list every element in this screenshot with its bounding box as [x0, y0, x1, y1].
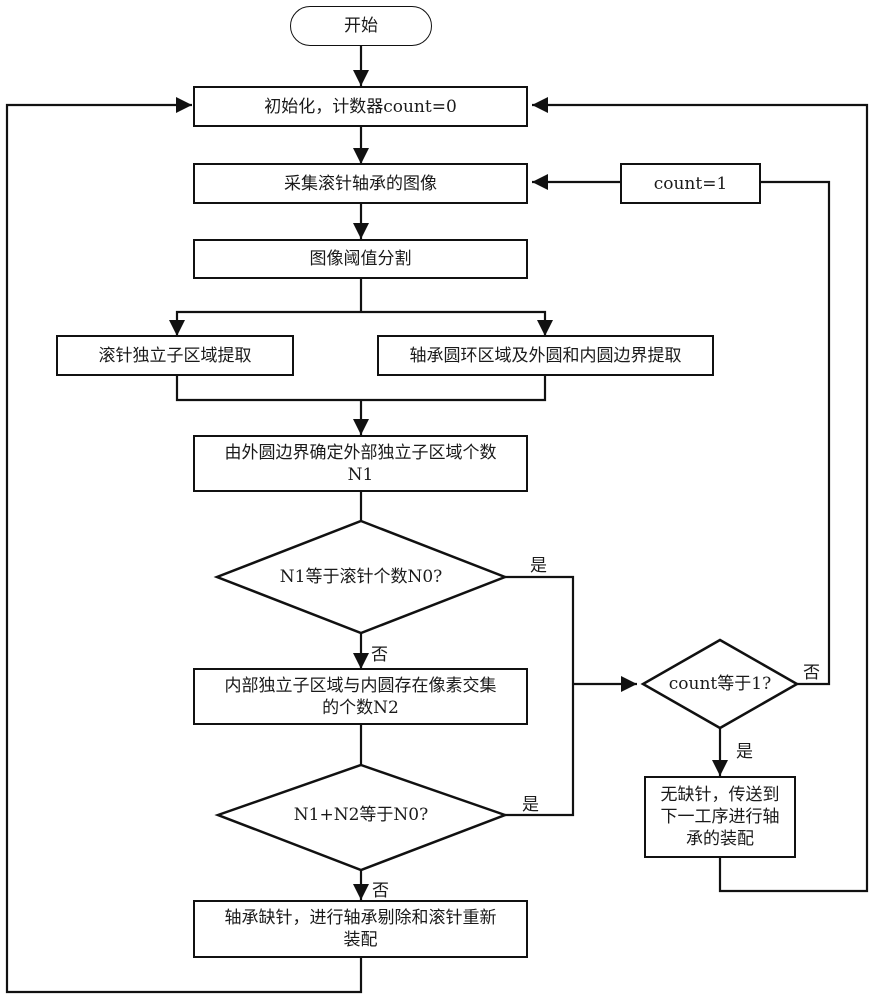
- pass-line1: 无缺针，传送到: [660, 785, 780, 805]
- reject-step: 轴承缺针，进行轴承剔除和滚针重新 装配: [193, 900, 528, 958]
- ring-extract-label: 轴承圆环区域及外圆和内圆边界提取: [409, 345, 682, 366]
- inner-count-line2: 的个数N2: [322, 697, 399, 718]
- edge-split-ring: [361, 310, 553, 336]
- pass-line2: 下一工序进行轴: [660, 807, 780, 827]
- decision-sum-no-label: 否: [372, 881, 389, 901]
- reject-line2: 装配: [343, 930, 378, 950]
- decision-count-diamond: [640, 638, 800, 730]
- edge-reject-init: [5, 97, 363, 994]
- pass-line3: 承的装配: [686, 829, 754, 849]
- reject-line1: 轴承缺针，进行轴承剔除和滚针重新: [224, 908, 497, 928]
- start-label: 开始: [344, 16, 378, 36]
- edge-decision1-yes: [505, 575, 575, 817]
- decision-sum-label: N1+N2等于N0?: [293, 805, 429, 825]
- edge-needle-merge: [175, 375, 547, 402]
- decision-n1-no-label: 否: [371, 645, 388, 665]
- inner-count-line1: 内部独立子区域与内圆存在像素交集: [224, 675, 497, 696]
- decision-sum: N1+N2等于N0?: [227, 801, 495, 829]
- needle-extract-label: 滚针独立子区域提取: [98, 345, 252, 366]
- decision-sum-diamond: [214, 763, 509, 872]
- inner-count-step: 内部独立子区域与内圆存在像素交集 的个数N2: [193, 668, 528, 725]
- needle-extract-step: 滚针独立子区域提取: [56, 335, 294, 376]
- acquire-step: 采集滚针轴承的图像: [193, 163, 528, 204]
- decision-count-yes-label: 是: [736, 742, 753, 762]
- edge-split-needle: [169, 310, 361, 336]
- decision-n1-diamond: [213, 519, 509, 635]
- threshold-step: 图像阈值分割: [193, 239, 528, 279]
- pass-step: 无缺针，传送到 下一工序进行轴 承的装配: [644, 776, 796, 858]
- decision-n1-label: N1等于滚针个数N0?: [279, 567, 443, 587]
- outer-count-line2: N1: [347, 464, 374, 485]
- edge-pass-init: [532, 97, 869, 893]
- count-set-step: count=1: [620, 163, 761, 204]
- threshold-label: 图像阈值分割: [309, 249, 412, 269]
- start-terminal: 开始: [290, 6, 432, 46]
- edge-count-no: [760, 180, 831, 686]
- decision-count: count等于1?: [650, 670, 790, 698]
- acquire-label: 采集滚针轴承的图像: [284, 173, 437, 194]
- init-step: 初始化，计数器count=0: [193, 86, 528, 127]
- decision-n1: N1等于滚针个数N0?: [227, 563, 495, 591]
- init-label: 初始化，计数器count=0: [264, 96, 457, 117]
- outer-count-step: 由外圆边界确定外部独立子区域个数 N1: [193, 435, 528, 492]
- ring-extract-step: 轴承圆环区域及外圆和内圆边界提取: [377, 335, 714, 376]
- decision-count-label: count等于1?: [668, 674, 772, 694]
- decision-sum-yes-label: 是: [522, 795, 539, 815]
- decision-n1-yes-label: 是: [530, 556, 547, 576]
- outer-count-line1: 由外圆边界确定外部独立子区域个数: [224, 442, 497, 463]
- decision-count-no-label: 否: [803, 663, 820, 683]
- count-set-label: count=1: [653, 173, 728, 194]
